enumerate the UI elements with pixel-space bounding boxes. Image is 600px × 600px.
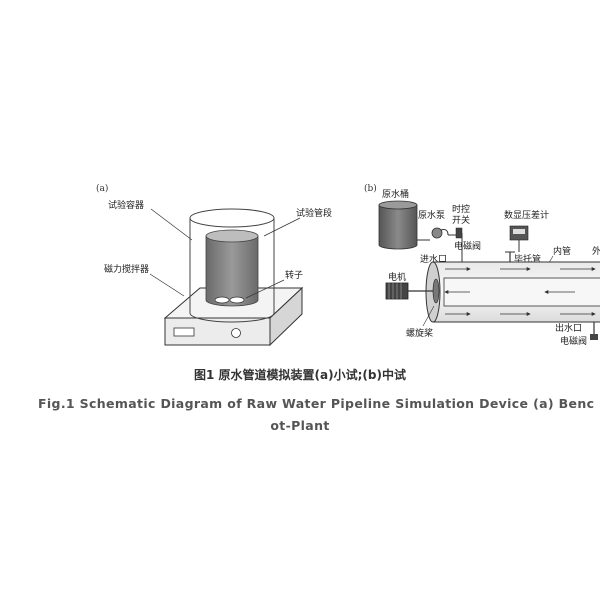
stirrer-knob: [231, 328, 241, 338]
outer-pipe: [425, 261, 600, 323]
panel-a: (a) 试验容器 试验管段 磁力搅拌器: [96, 183, 332, 347]
propeller: [432, 278, 440, 304]
figure-caption-chinese: 图1 原水管道模拟装置(a)小试;(b)中试: [194, 368, 406, 382]
figure-caption-english: Fig.1 Schematic Diagram of Raw Water Pip…: [38, 396, 595, 411]
figure-caption-english-continuation: ot-Plant: [270, 418, 330, 433]
stirrer-display: [173, 327, 195, 337]
magnetic-stirrer-base: [163, 286, 304, 347]
test-vessel: [189, 208, 275, 323]
label-timer-switch-2: 开关: [452, 214, 470, 226]
flow-arrows: [444, 267, 596, 316]
motor: [385, 282, 434, 300]
raw-water-pump: [417, 227, 449, 241]
label-inner-pipe: 内管: [553, 245, 571, 257]
label-pipe-section: 试验管段: [296, 207, 332, 219]
label-motor: 电机: [388, 271, 406, 283]
label-outer-pipe: 外: [592, 245, 600, 257]
label-digital-gauge: 数显压差计: [504, 209, 549, 221]
outlet-valve: [590, 322, 598, 340]
raw-water-tank: [378, 200, 418, 250]
label-solenoid-valve-out: 电磁阀: [560, 335, 587, 347]
label-rotor: 转子: [285, 269, 303, 281]
label-raw-water-tank: 原水桶: [382, 188, 409, 200]
panel-a-label: (a): [96, 183, 108, 194]
label-timer-switch-1: 时控: [452, 203, 470, 215]
pipe-section: [205, 229, 259, 307]
panel-b: (b) 原水桶 原水泵 时控 开关 电磁阀 进水口 数显压差: [364, 183, 600, 347]
label-magnetic-stirrer: 磁力搅拌器: [104, 263, 149, 275]
digital-gauge: [509, 225, 529, 252]
label-propeller: 螺旋桨: [406, 327, 433, 339]
label-test-vessel: 试验容器: [108, 199, 144, 211]
panel-b-label: (b): [364, 183, 377, 194]
label-solenoid-valve-in: 电磁阀: [454, 240, 481, 252]
label-outlet: 出水口: [555, 322, 582, 334]
label-raw-water-pump: 原水泵: [418, 209, 445, 221]
timer-switch: [448, 227, 463, 262]
rotor: [214, 296, 245, 304]
